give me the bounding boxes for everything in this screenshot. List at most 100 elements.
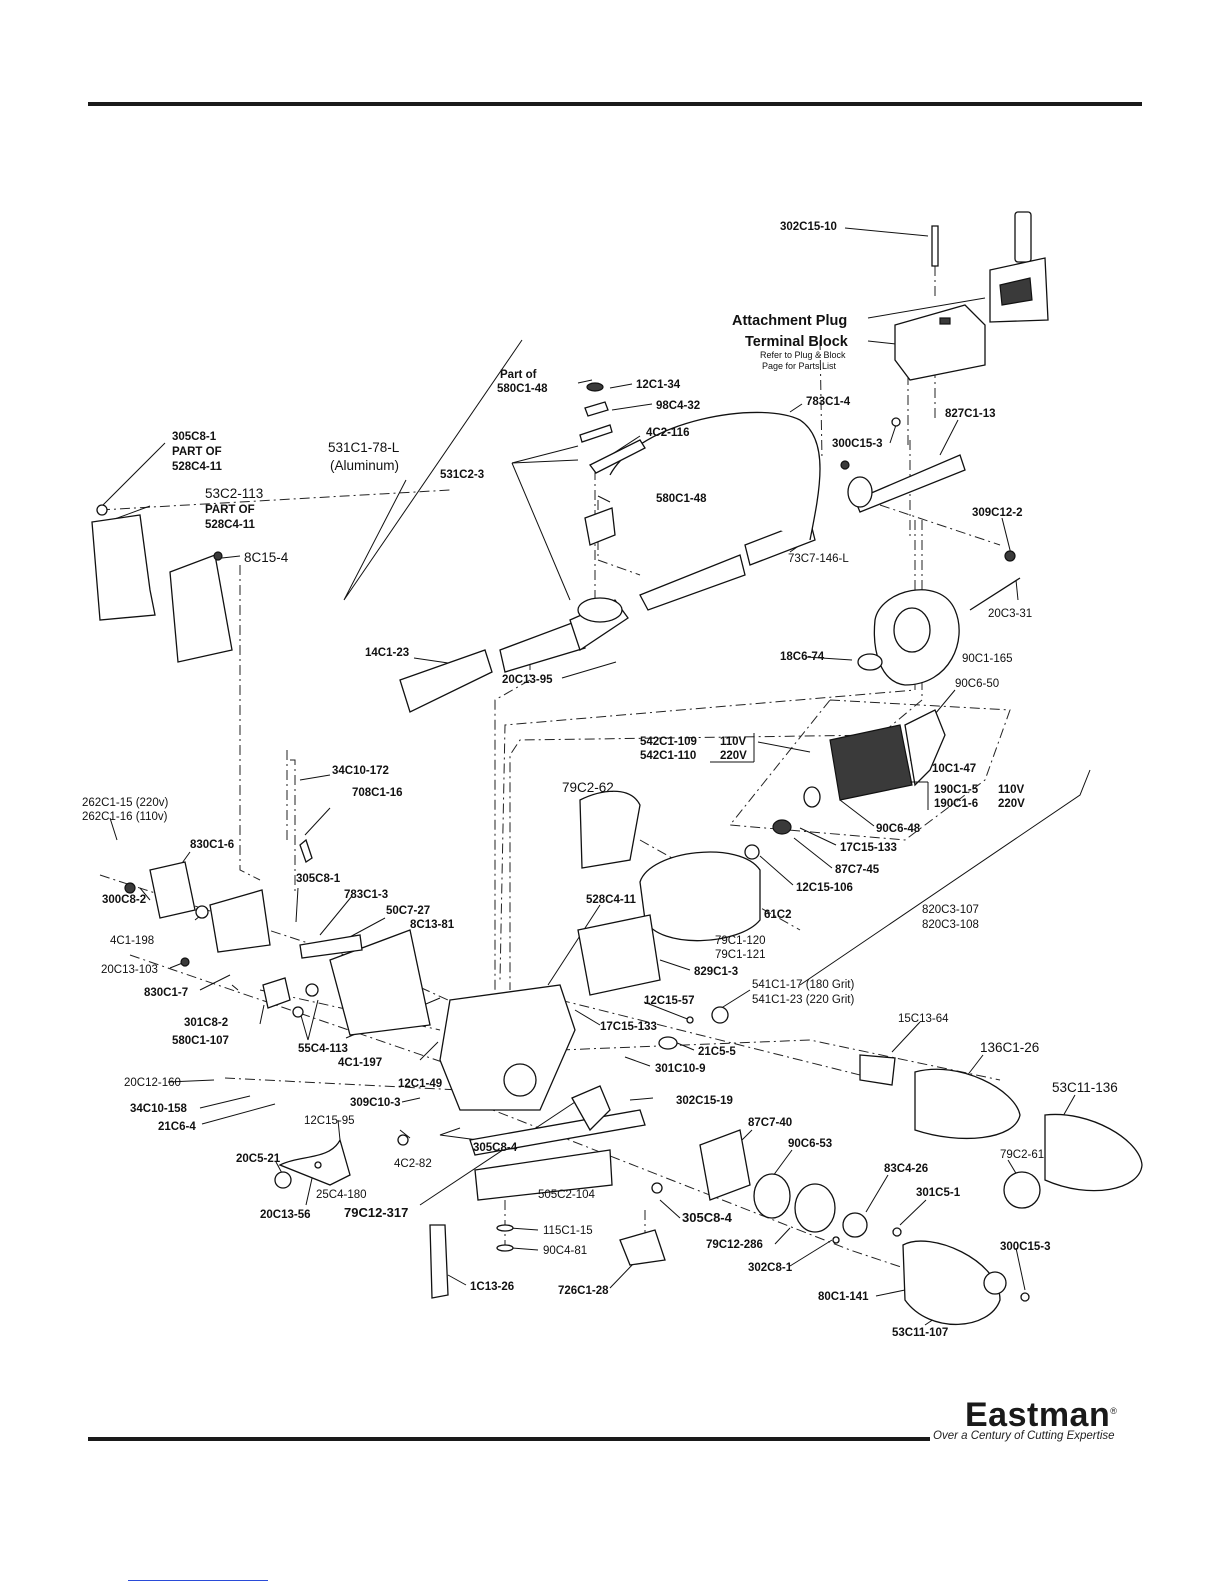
label-10C1-47: 10C1-47 — [932, 763, 976, 775]
label-53C11-107: 53C11-107 — [892, 1327, 948, 1339]
label-305C8-1-b: 305C8-1 — [296, 873, 341, 885]
label-829C1-3: 829C1-3 — [694, 966, 738, 978]
label-79C12-317: 79C12-317 — [344, 1205, 408, 1220]
plug-assembly — [840, 211, 1049, 562]
label-580C1-48-b: 580C1-48 — [656, 493, 707, 505]
label-90C4-81: 90C4-81 — [543, 1245, 587, 1257]
label-110V-a: 110V — [720, 736, 747, 748]
label-542C1-109: 542C1-109 — [640, 736, 697, 748]
label-528C4-11-c: 528C4-11 — [586, 894, 636, 906]
label-15C13-64: 15C13-64 — [898, 1013, 949, 1025]
label-528C4-11-b: 528C4-11 — [205, 519, 255, 531]
label-part-of-b: PART OF — [205, 504, 255, 516]
label-87C7-40: 87C7-40 — [748, 1117, 792, 1129]
brand-name: Eastman — [965, 1396, 1111, 1434]
leader-lines — [99, 227, 1091, 1326]
label-17C15-133-b: 17C15-133 — [600, 1021, 657, 1033]
label-80C1-141: 80C1-141 — [818, 1291, 869, 1303]
frame-housing — [299, 929, 646, 1201]
label-301C5-1: 301C5-1 — [916, 1187, 961, 1199]
label-541C1-23: 541C1-23 (220 Grit) — [752, 994, 854, 1006]
label-262C1-16: 262C1-16 (110v) — [82, 811, 168, 823]
label-305C8-4-b: 305C8-4 — [682, 1210, 733, 1225]
label-12C15-106: 12C15-106 — [796, 882, 853, 894]
label-8C13-81: 8C13-81 — [410, 919, 455, 931]
label-aluminum: (Aluminum) — [330, 458, 399, 473]
label-820C3-107: 820C3-107 — [922, 904, 979, 916]
label-505C2-104: 505C2-104 — [538, 1189, 596, 1201]
label-18C6-74: 18C6-74 — [780, 651, 825, 663]
label-20C12-160: 20C12-160 — [124, 1077, 181, 1089]
label-34C10-172: 34C10-172 — [332, 765, 389, 777]
label-part-of-a: PART OF — [172, 446, 222, 458]
eastman-logo: Eastman® — [965, 1396, 1117, 1435]
label-79C1-121: 79C1-121 — [715, 949, 766, 961]
drive-side-parts — [658, 1006, 1143, 1326]
registered-mark: ® — [1110, 1406, 1118, 1416]
label-136C1-26: 136C1-26 — [980, 1040, 1039, 1055]
label-25C4-180: 25C4-180 — [316, 1189, 367, 1201]
label-12C1-34: 12C1-34 — [636, 379, 681, 391]
label-90C1-165: 90C1-165 — [962, 653, 1013, 665]
label-79C1-120: 79C1-120 — [715, 935, 766, 947]
label-21C5-5: 21C5-5 — [698, 1046, 736, 1058]
label-305C8-1-a: 305C8-1 — [172, 431, 217, 443]
label-190C1-5: 190C1-5 — [934, 784, 979, 796]
label-708C1-16: 708C1-16 — [352, 787, 403, 799]
label-830C1-6: 830C1-6 — [190, 839, 234, 851]
label-53C11-136: 53C11-136 — [1052, 1080, 1118, 1095]
label-83C4-26: 83C4-26 — [884, 1163, 928, 1175]
label-580C1-48-a: 580C1-48 — [497, 383, 548, 395]
label-542C1-110: 542C1-110 — [640, 750, 696, 762]
part-labels: 302C15-10 Attachment Plug Terminal Block… — [82, 221, 1118, 1339]
label-73C7-146-L: 73C7-146-L — [788, 553, 849, 565]
label-220V-a: 220V — [720, 750, 747, 762]
label-8C15-4: 8C15-4 — [244, 550, 289, 565]
label-300C8-2: 300C8-2 — [102, 894, 146, 906]
header-rule — [88, 102, 1142, 106]
label-79C12-286: 79C12-286 — [706, 1239, 763, 1251]
switch-bracket — [124, 838, 319, 1018]
label-830C1-7: 830C1-7 — [144, 987, 188, 999]
label-12C1-49: 12C1-49 — [398, 1078, 442, 1090]
label-302C8-1: 302C8-1 — [748, 1262, 793, 1274]
label-refer-line1: Refer to Plug & Block — [760, 350, 846, 360]
fan-armature — [744, 577, 1021, 860]
label-4C2-116: 4C2-116 — [646, 427, 689, 439]
label-20C13-103: 20C13-103 — [101, 964, 158, 976]
label-12C15-57: 12C15-57 — [644, 995, 695, 1007]
label-90C6-53: 90C6-53 — [788, 1138, 832, 1150]
label-87C7-45: 87C7-45 — [835, 864, 880, 876]
label-refer-line2: Page for Parts List — [762, 361, 837, 371]
label-14C1-23: 14C1-23 — [365, 647, 409, 659]
label-528C4-11-a: 528C4-11 — [172, 461, 222, 473]
field-housing — [577, 790, 761, 996]
label-79C2-62: 79C2-62 — [562, 780, 614, 795]
label-541C1-17: 541C1-17 (180 Grit) — [752, 979, 854, 991]
label-79C2-61: 79C2-61 — [1000, 1149, 1044, 1161]
label-attachment-plug: Attachment Plug — [732, 313, 847, 329]
label-827C1-13: 827C1-13 — [945, 408, 996, 420]
label-20C13-95: 20C13-95 — [502, 674, 553, 686]
brand-tagline: Over a Century of Cutting Expertise — [933, 1430, 1115, 1442]
label-98C4-32: 98C4-32 — [656, 400, 700, 412]
label-262C1-15: 262C1-15 (220v) — [82, 797, 168, 809]
label-34C10-158: 34C10-158 — [130, 1103, 188, 1115]
end-cover-gaskets — [91, 504, 233, 663]
label-190C1-6: 190C1-6 — [934, 798, 978, 810]
label-110V-b: 110V — [998, 784, 1025, 796]
label-305C8-4-a: 305C8-4 — [473, 1142, 518, 1154]
label-17C15-133-a: 17C15-133 — [840, 842, 897, 854]
label-55C4-113: 55C4-113 — [298, 1043, 348, 1055]
label-20C13-56: 20C13-56 — [260, 1209, 311, 1221]
label-301C10-9: 301C10-9 — [655, 1063, 706, 1075]
label-300C15-3-a: 300C15-3 — [832, 438, 883, 450]
label-531C2-3: 531C2-3 — [440, 469, 484, 481]
link-underline-fragment — [128, 1580, 268, 1581]
label-531C1-78-L: 531C1-78-L — [328, 440, 400, 455]
label-301C8-2: 301C8-2 — [184, 1017, 228, 1029]
label-302C15-19: 302C15-19 — [676, 1095, 733, 1107]
footer-rule — [88, 1437, 930, 1441]
label-783C1-3: 783C1-3 — [344, 889, 388, 901]
